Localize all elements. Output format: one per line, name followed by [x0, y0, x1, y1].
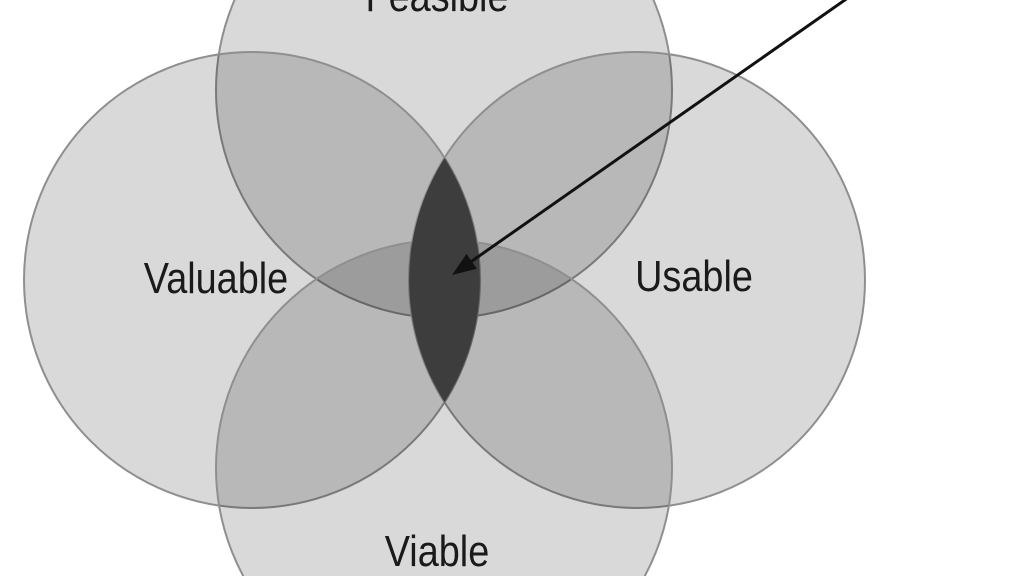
- label-feasible: Feasible: [365, 0, 508, 19]
- label-usable: Usable: [635, 252, 753, 301]
- label-valuable: Valuable: [143, 254, 289, 303]
- circle-usable: [408, 51, 866, 509]
- label-viable: Viable: [384, 527, 490, 576]
- circle-valuable: [23, 51, 481, 509]
- center-intersection-lens: [409, 158, 480, 402]
- arrow-line: [461, 0, 848, 270]
- arrow-head-icon: [452, 253, 477, 275]
- arrow-annotation: [452, 0, 848, 275]
